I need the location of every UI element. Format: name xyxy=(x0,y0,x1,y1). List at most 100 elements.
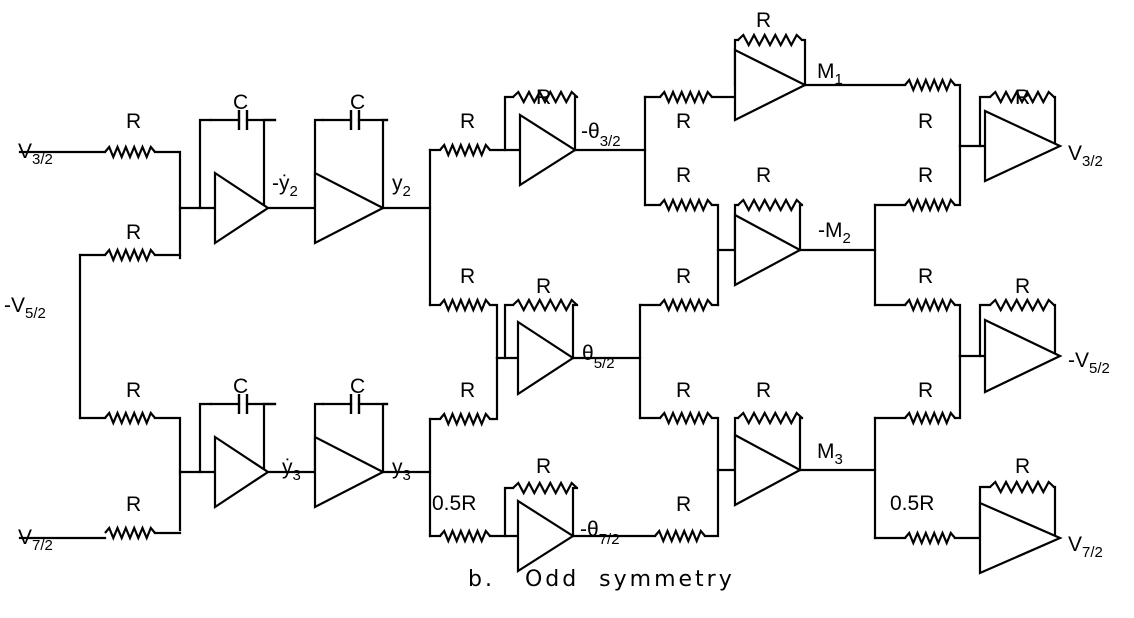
r-label-b2: R xyxy=(676,164,691,187)
r-label-f4: R xyxy=(756,9,771,32)
r-label-f1: R xyxy=(536,86,551,109)
r-label-in4: R xyxy=(126,493,141,516)
c-label-2: C xyxy=(350,91,365,114)
wire-15 xyxy=(198,118,213,210)
signal-neg-m2: -M2 xyxy=(818,219,851,247)
r-label-f6: R xyxy=(756,379,771,402)
op-amp-64 xyxy=(516,319,576,397)
resistor-117 xyxy=(904,297,956,313)
resistor-3 xyxy=(104,247,156,263)
input-v32: V3/2 xyxy=(18,140,53,168)
resistor-90 xyxy=(659,410,713,426)
resistor-61 xyxy=(439,411,491,427)
output-neg-v52: -V5/2 xyxy=(1068,349,1110,377)
op-amp-31 xyxy=(213,434,270,510)
wire-73 xyxy=(503,486,515,538)
op-amp-14 xyxy=(213,170,270,246)
r-label-f2: R xyxy=(536,275,551,298)
resistor-11 xyxy=(104,525,156,541)
wire-55 xyxy=(503,95,515,152)
c-label-4: C xyxy=(350,375,365,398)
wires xyxy=(18,38,1057,540)
r-label-in1: R xyxy=(126,110,141,133)
r-label-c1: R xyxy=(918,110,933,133)
input-neg-v52: -V5/2 xyxy=(4,294,46,322)
r-label-b5: R xyxy=(676,493,691,516)
resistor-79 xyxy=(659,89,713,105)
signal-theta52: θ5/2 xyxy=(582,342,615,372)
signal-m1: M1 xyxy=(817,60,843,88)
resistor-57 xyxy=(512,89,578,105)
resistor-110 xyxy=(904,77,956,93)
r-label-f8: R xyxy=(1015,275,1030,298)
wire-138 xyxy=(1052,485,1057,540)
wire-32 xyxy=(198,402,213,474)
wire-129 xyxy=(1052,95,1057,148)
resistor-139 xyxy=(989,479,1055,495)
r-label-f3: R xyxy=(536,455,551,478)
resistor-70 xyxy=(439,528,491,544)
wire-93 xyxy=(703,468,720,538)
wire-56 xyxy=(573,95,579,152)
resistor-135 xyxy=(989,297,1055,313)
op-amp-72 xyxy=(516,498,576,574)
op-amp-132 xyxy=(983,318,1063,394)
signal-labels: -ẏ2 y2 ẏ3 y3 -θ3/2 θ5/2 -θ7/2 M1 -M2 M3 xyxy=(272,60,851,548)
resistor-8 xyxy=(104,410,156,426)
resistor-108 xyxy=(737,410,803,426)
output-labels: V3/2 -V5/2 V7/2 xyxy=(1068,142,1110,561)
wire-128 xyxy=(978,95,992,148)
resistor-114 xyxy=(904,197,956,213)
resistor-124 xyxy=(904,530,956,546)
signal-neg-ydot2: -ẏ2 xyxy=(272,172,298,200)
op-amp-105 xyxy=(733,433,803,507)
r-label-a2: R xyxy=(460,265,475,288)
r-label-in2: R xyxy=(126,221,141,244)
input-labels: V3/2 -V5/2 V7/2 xyxy=(4,140,53,554)
wire-115 xyxy=(953,144,962,207)
resistor-102 xyxy=(737,197,803,213)
wire-41 xyxy=(381,402,389,474)
c-label-1: C xyxy=(233,91,248,114)
resistor-49 xyxy=(439,142,491,158)
wire-2 xyxy=(153,150,182,260)
resistors xyxy=(104,32,1055,546)
signal-y3: y3 xyxy=(392,456,411,484)
wire-9 xyxy=(153,416,182,532)
wire-24 xyxy=(381,118,389,210)
r-label-f9: R xyxy=(1015,455,1030,478)
signal-ydot3: ẏ3 xyxy=(282,456,301,484)
component-labels: R R R R C C C C R R R R R 0.5R R R R R R… xyxy=(126,9,1030,516)
r-label-half2: 0.5R xyxy=(890,492,934,515)
wire-133 xyxy=(978,303,992,358)
op-amp-54 xyxy=(518,112,578,188)
resistor-67 xyxy=(512,297,578,313)
resistor-75 xyxy=(512,480,578,496)
wire-53 xyxy=(488,303,499,360)
op-amp-136 xyxy=(978,501,1063,575)
op-amp-22 xyxy=(313,171,386,245)
resistor-121 xyxy=(904,410,956,426)
resistor-1 xyxy=(104,144,156,160)
output-v32: V3/2 xyxy=(1068,142,1103,170)
r-label-f7: R xyxy=(1015,86,1030,109)
signal-neg-theta72: -θ7/2 xyxy=(580,518,620,548)
signal-neg-theta32: -θ3/2 xyxy=(581,120,621,150)
resistor-97 xyxy=(737,32,803,48)
op-amps xyxy=(213,48,1063,575)
signal-m3: M3 xyxy=(817,440,843,468)
r-label-f5: R xyxy=(756,164,771,187)
figure-caption: b. Odd symmetry xyxy=(468,567,735,592)
op-amp-39 xyxy=(313,435,386,509)
signal-y2: y2 xyxy=(392,172,411,200)
r-label-half1: 0.5R xyxy=(432,492,476,515)
r-label-a3: R xyxy=(460,379,475,402)
op-amp-99 xyxy=(733,213,803,287)
r-label-in3: R xyxy=(126,379,141,402)
resistor-52 xyxy=(439,297,491,313)
wire-107 xyxy=(798,416,804,472)
wire-74 xyxy=(571,486,579,538)
capacitors xyxy=(237,110,361,414)
wire-62 xyxy=(488,356,499,421)
